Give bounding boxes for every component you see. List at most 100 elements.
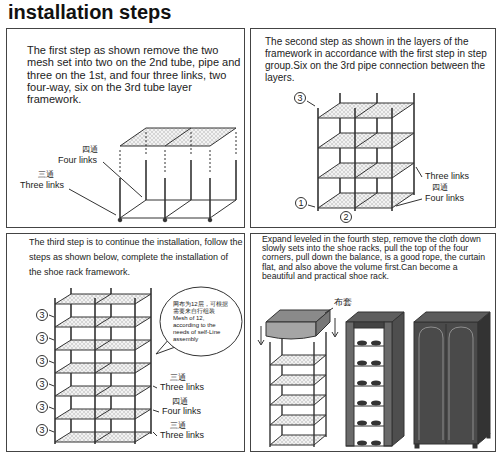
frame-base <box>120 200 236 218</box>
foot <box>473 444 477 448</box>
part-label: 布套 <box>334 298 352 308</box>
part-label: 四通 <box>432 184 448 193</box>
wardrobe-divider <box>446 324 447 444</box>
rack-shelf <box>270 415 326 425</box>
rack-shelf <box>270 375 326 385</box>
step1-frame <box>69 128 236 222</box>
callout-number: 3 <box>36 355 48 367</box>
shelf-divider <box>355 103 377 208</box>
leader-line <box>49 315 54 432</box>
rack-post <box>317 108 319 211</box>
shelf-line <box>346 346 392 446</box>
leader-line <box>416 167 422 177</box>
part-label: Four links <box>58 156 97 166</box>
rack-post <box>325 332 326 437</box>
callout-number: 3 <box>36 309 48 321</box>
part-label: 三通 <box>170 422 186 431</box>
part-label: 四通 <box>82 146 98 155</box>
part-label: 三通 <box>170 374 186 383</box>
rack-shelf <box>270 435 326 445</box>
shoe <box>371 361 381 366</box>
rack-post <box>54 298 56 444</box>
rack-post <box>354 108 356 211</box>
shoe <box>357 421 367 426</box>
foot <box>118 218 122 222</box>
shelf-divider <box>95 294 111 442</box>
callout-number: 3 <box>36 332 48 344</box>
step4-cover <box>258 308 490 448</box>
part-label: 四通 <box>172 398 188 407</box>
rack-shelf <box>270 395 326 405</box>
frame-post <box>235 160 237 200</box>
leader-line <box>153 386 159 436</box>
step-text: The first step as shown remove the two m… <box>27 44 241 105</box>
step-panel: The first step as shown remove the two m… <box>6 28 245 228</box>
wardrobe-front <box>414 322 478 444</box>
leader-line <box>308 205 315 207</box>
part-label: 三通 <box>38 171 54 180</box>
step3-rack <box>49 288 178 444</box>
shoe <box>357 441 367 446</box>
part-label: Three links <box>160 383 204 393</box>
part-label: Three links <box>20 181 64 191</box>
shoe <box>357 401 367 406</box>
rack-post <box>413 93 415 195</box>
rolled-curtain <box>354 322 384 328</box>
cover-front-strip <box>384 322 392 446</box>
rack-post <box>150 288 152 434</box>
cover-front-strip <box>346 322 354 446</box>
leader-line <box>325 308 333 313</box>
bubble-ellipse <box>160 287 242 356</box>
rack-post <box>94 298 96 444</box>
foot <box>487 434 490 438</box>
rack-post <box>269 342 270 447</box>
step-panel: Expand leveled in the fourth step, remov… <box>250 233 496 452</box>
mesh-tray-divider <box>165 128 191 146</box>
leader-line <box>396 199 422 206</box>
wardrobe-top <box>414 312 490 322</box>
wardrobe-side <box>478 312 490 444</box>
step-text: The second step as shown in the layers o… <box>265 36 489 84</box>
shoe <box>357 341 367 346</box>
callout-number: 3 <box>36 424 48 436</box>
frame-post <box>145 160 147 200</box>
shoe <box>371 441 381 446</box>
callout-note: Mesh of 12, according to the needs of se… <box>173 315 229 343</box>
foot <box>208 218 212 222</box>
frame-post <box>209 178 211 218</box>
callout-number: 3 <box>36 401 48 413</box>
rack-post <box>391 108 393 211</box>
foot <box>163 218 167 222</box>
callout-bubble: 网布为12层，可根据需要来自行组装Mesh of 12, according t… <box>159 286 243 357</box>
rack-post <box>134 298 136 444</box>
zipper <box>419 327 473 440</box>
cloth-cover-flap <box>266 322 316 339</box>
part-label: Four links <box>162 407 201 417</box>
part-label: Three links <box>425 172 469 182</box>
rack-shelf <box>270 355 326 365</box>
shoes <box>357 341 381 446</box>
foot <box>415 444 419 448</box>
shoe <box>371 381 381 386</box>
step-text: The third step is to continue the instal… <box>29 235 243 280</box>
callout-number: 3 <box>36 378 48 390</box>
step-text: Expand leveled in the fourth step, remov… <box>262 235 490 281</box>
shoe <box>357 381 367 386</box>
part-label: Four links <box>425 194 464 204</box>
callout-note: 网布为12层，可根据需要来自行组装 <box>173 301 229 315</box>
leader-line <box>103 162 142 197</box>
down-arrow <box>258 318 338 345</box>
shoe <box>371 341 381 346</box>
frame-post <box>190 160 192 200</box>
part-label: Three links <box>160 431 204 441</box>
cloth-cover-flap <box>316 310 330 336</box>
bubble-text-block: 网布为12层，可根据需要来自行组装Mesh of 12, according t… <box>173 301 229 343</box>
drop-guide <box>120 132 236 174</box>
frame-post <box>119 178 121 218</box>
shoe <box>371 421 381 426</box>
shoe <box>357 361 367 366</box>
cover-side <box>392 312 404 446</box>
step2-rack <box>307 93 422 211</box>
callout-number: 3 <box>294 92 306 104</box>
